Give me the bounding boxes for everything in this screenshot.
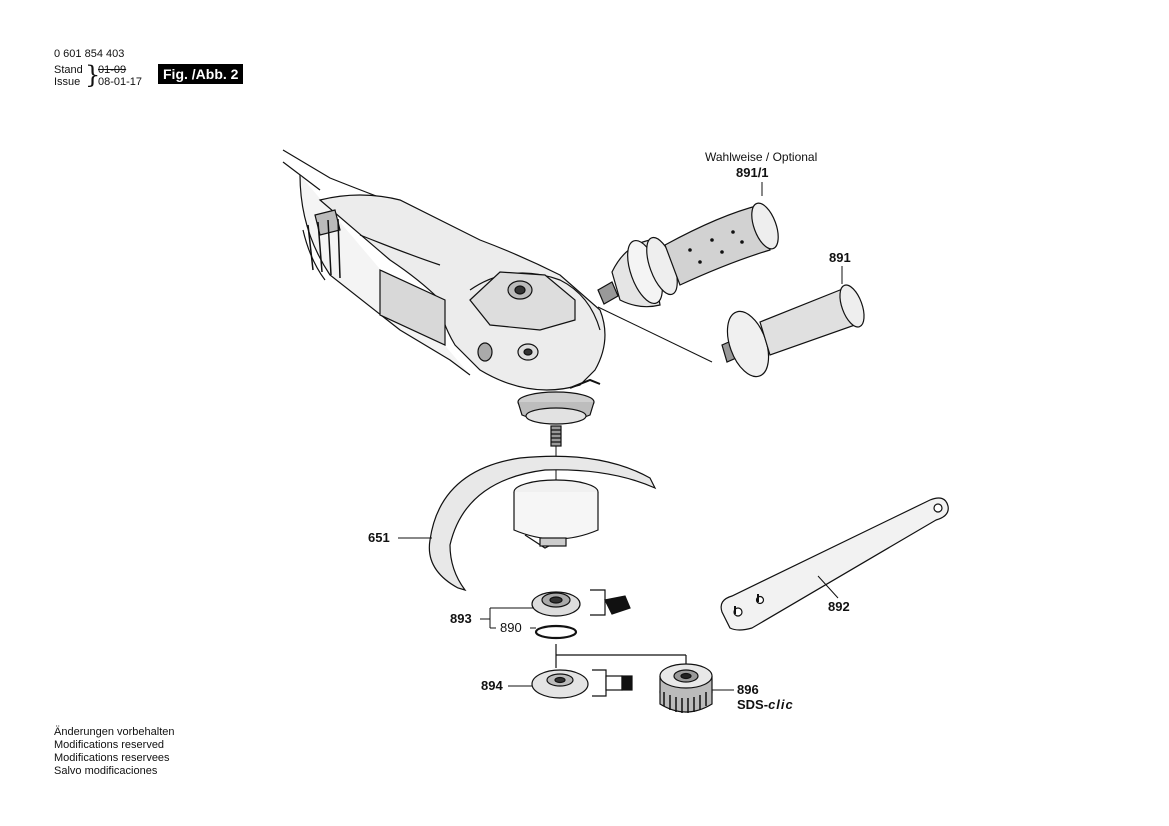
footer-line: Modifications reservees	[54, 752, 170, 764]
issue-label: Issue	[54, 76, 81, 88]
modifications-note: Änderungen vorbehalten Modifications res…	[54, 726, 174, 778]
part-label-893: 893	[450, 611, 472, 626]
footer-line: Modifications reserved	[54, 739, 165, 751]
clic-logo-text: clic	[768, 697, 794, 712]
figure-label: Fig. /Abb. 2	[158, 64, 244, 84]
part-label-894: 894	[481, 678, 503, 693]
stand-label: Stand	[54, 64, 83, 76]
sds-clic-label: SDS-clic	[737, 698, 794, 711]
leader-lines	[398, 182, 843, 691]
part-number: 0 601 854 403	[54, 48, 125, 60]
optional-handle-illustration	[597, 202, 779, 363]
sds-prefix: SDS-	[737, 697, 769, 712]
angle-grinder-illustration	[282, 149, 606, 540]
clamping-nut-illustration	[531, 644, 687, 699]
part-label-651: 651	[368, 530, 390, 545]
part-label-891: 891	[829, 250, 851, 265]
issue-date: 08-01-17	[98, 76, 143, 88]
part-label-890: 890	[500, 620, 522, 635]
part-label-892: 892	[828, 599, 850, 614]
spanner-illustration	[720, 497, 949, 631]
flange-illustration	[531, 589, 631, 640]
brace-icon: }	[85, 61, 101, 89]
quick-nut-illustration	[659, 663, 713, 713]
optional-note: Wahlweise / Optional	[705, 150, 818, 164]
guard-illustration	[428, 455, 657, 592]
part-label-896: 896	[737, 682, 759, 697]
part-label-891-1: 891/1	[736, 165, 769, 180]
footer-line: Änderungen vorbehalten	[54, 726, 175, 738]
handle-illustration	[721, 284, 865, 378]
footer-line: Salvo modificaciones	[54, 765, 158, 777]
stand-date: 01-09	[98, 64, 127, 76]
